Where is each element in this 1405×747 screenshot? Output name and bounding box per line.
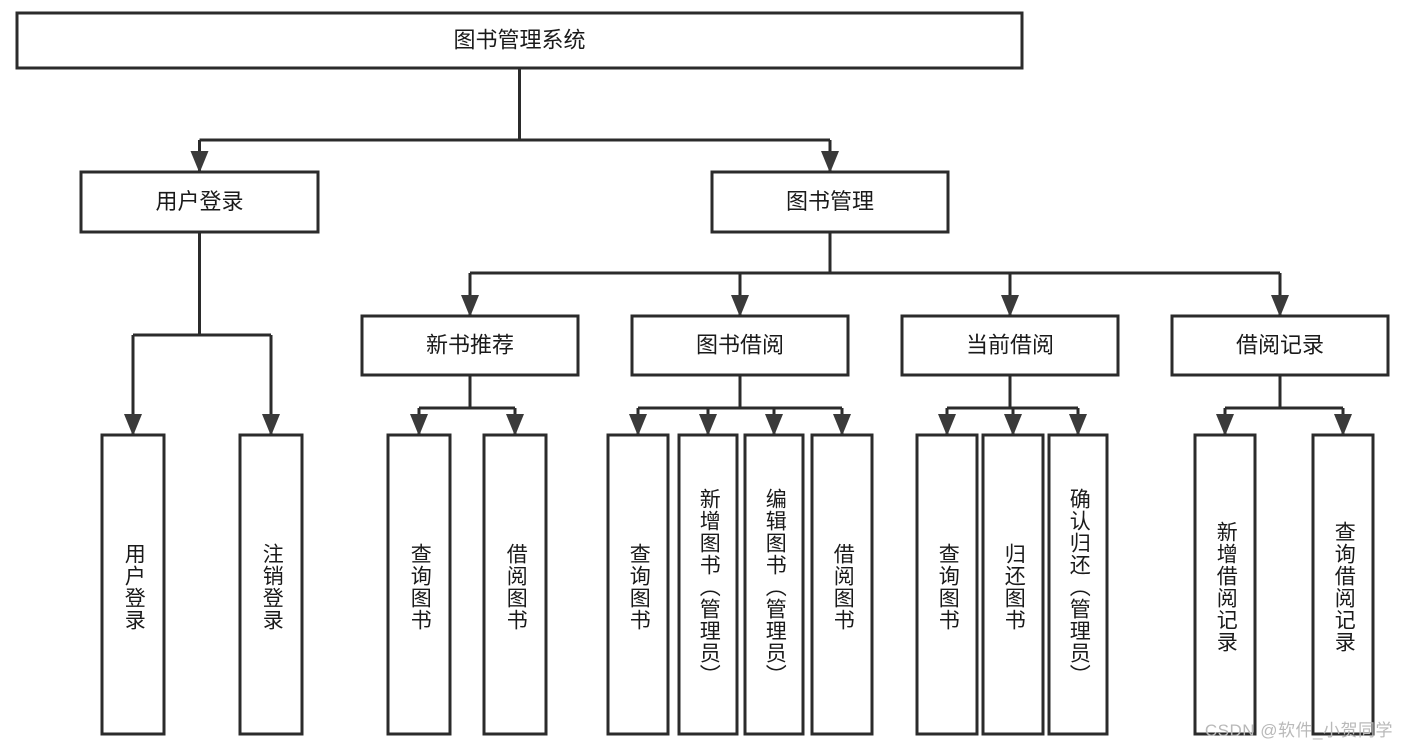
arrow-head-icon [124, 414, 142, 436]
node-box-leaf-4[interactable] [606, 433, 670, 736]
arrow-head-icon [410, 414, 428, 436]
arrow-head-icon [833, 414, 851, 436]
node-box-leaf-11[interactable] [1193, 433, 1257, 736]
arrow-head-icon [1069, 414, 1087, 436]
arrow-head-icon [765, 414, 783, 436]
arrow-head-icon [938, 414, 956, 436]
arrow-head-icon [190, 151, 209, 173]
node-box-leaf-7[interactable] [810, 433, 874, 736]
arrow-head-icon [1334, 414, 1352, 436]
node-box-leaf-6[interactable] [743, 433, 805, 736]
arrow-head-icon [1004, 414, 1022, 436]
node-label-root: 图书管理系统 [453, 27, 585, 52]
node-box-level3-3[interactable] [1170, 314, 1390, 377]
node-box-leaf-12[interactable] [1311, 433, 1375, 736]
node-box-leaf-8[interactable] [915, 433, 979, 736]
node-box-level2-0[interactable] [79, 170, 320, 234]
watermark-text: CSDN @软件_小贺同学 [1204, 721, 1393, 740]
arrow-head-icon [461, 295, 479, 317]
arrow-head-icon [821, 151, 839, 173]
node-label-level3-1: 图书借阅 [696, 332, 784, 357]
node-box-root[interactable] [15, 11, 1024, 70]
arrow-head-icon [731, 295, 749, 317]
arrow-head-icon [699, 414, 717, 436]
node-label-level2-0: 用户登录 [155, 189, 243, 214]
node-box-leaf-3[interactable] [482, 433, 548, 736]
node-box-level3-0[interactable] [360, 314, 580, 377]
node-box-level3-2[interactable] [900, 314, 1120, 377]
node-box-leaf-1[interactable] [238, 433, 304, 736]
node-box-leaf-10[interactable] [1047, 433, 1109, 736]
node-label-level3-3: 借阅记录 [1236, 332, 1324, 357]
arrow-head-icon [1001, 295, 1019, 317]
arrow-head-icon [262, 414, 280, 436]
node-label-level2-1: 图书管理 [786, 189, 874, 214]
node-box-leaf-5[interactable] [677, 433, 739, 736]
node-box-leaf-2[interactable] [386, 433, 452, 736]
node-box-level3-1[interactable] [630, 314, 850, 377]
node-box-leaf-0[interactable] [100, 433, 166, 736]
arrow-head-icon [1216, 414, 1234, 436]
edges-layer [124, 68, 1352, 436]
arrow-head-icon [629, 414, 647, 436]
node-box-level2-1[interactable] [710, 170, 950, 234]
node-label-level3-2: 当前借阅 [966, 332, 1054, 357]
node-label-level3-0: 新书推荐 [426, 332, 514, 357]
arrow-head-icon [1271, 295, 1289, 317]
arrow-head-icon [506, 414, 524, 436]
node-box-leaf-9[interactable] [981, 433, 1045, 736]
